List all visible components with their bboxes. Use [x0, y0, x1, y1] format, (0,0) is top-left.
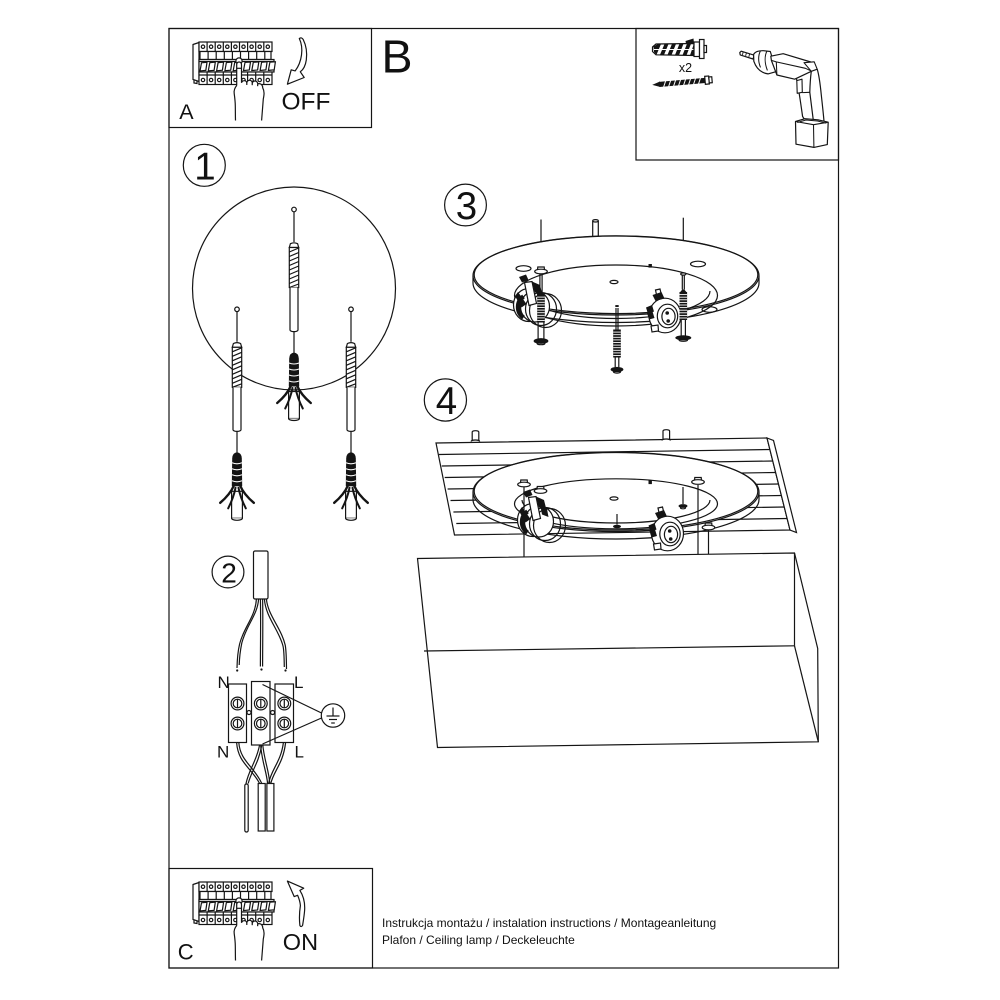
- svg-text:Plafon / Ceiling lamp / Deckel: Plafon / Ceiling lamp / Deckeleuchte: [382, 933, 575, 947]
- svg-text:A: A: [179, 100, 194, 124]
- svg-text:2: 2: [221, 557, 237, 588]
- svg-text:ON: ON: [283, 929, 318, 955]
- svg-text:3: 3: [456, 185, 477, 228]
- svg-text:N: N: [217, 743, 229, 762]
- svg-text:Instrukcja montażu / instalati: Instrukcja montażu / instalation instruc…: [382, 916, 716, 930]
- svg-text:B: B: [382, 31, 413, 83]
- svg-text:OFF: OFF: [282, 89, 331, 116]
- svg-text:4: 4: [436, 380, 457, 423]
- svg-text:C: C: [178, 940, 194, 965]
- svg-text:x2: x2: [679, 61, 692, 75]
- svg-text:1: 1: [194, 145, 215, 188]
- svg-text:N: N: [218, 673, 230, 692]
- svg-text:L: L: [294, 673, 303, 692]
- svg-text:L: L: [295, 743, 304, 762]
